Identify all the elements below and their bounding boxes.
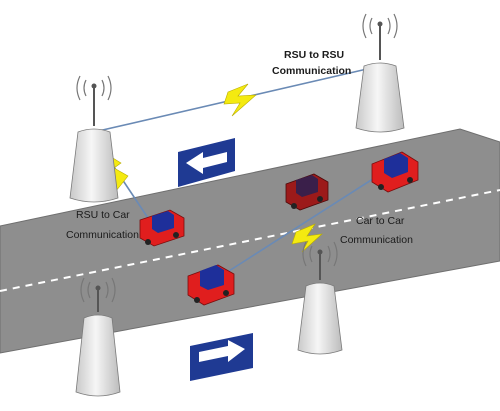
label-rsu-to-car-line1: RSU to Car bbox=[76, 209, 130, 221]
car-car-link bbox=[217, 167, 391, 279]
rsu-tower-icon bbox=[355, 13, 405, 133]
lightning-icon bbox=[291, 223, 323, 253]
rsu-tower-icon bbox=[297, 241, 343, 355]
rsu-tower-icon bbox=[69, 75, 119, 203]
car-icon bbox=[285, 173, 329, 211]
arrow-right-sign-icon bbox=[190, 333, 253, 381]
label-rsu-to-rsu-line1: RSU to RSU bbox=[284, 49, 344, 61]
label-rsu-to-rsu: RSU to RSU Communication bbox=[272, 49, 351, 77]
car-icon bbox=[187, 264, 235, 306]
label-car-to-car: Car to Car Communication bbox=[340, 215, 413, 246]
label-rsu-to-rsu-line2: Communication bbox=[272, 65, 351, 77]
car-icon bbox=[139, 209, 185, 247]
label-car-to-car-line1: Car to Car bbox=[356, 215, 405, 227]
label-rsu-to-car: RSU to Car Communication bbox=[66, 209, 139, 241]
car-icon bbox=[371, 151, 419, 193]
label-car-to-car-line2: Communication bbox=[340, 234, 413, 246]
lightning-group bbox=[103, 83, 323, 253]
lightning-icon bbox=[223, 83, 257, 117]
label-rsu-to-car-line2: Communication bbox=[66, 229, 139, 241]
road bbox=[0, 128, 500, 354]
rsu-tower-icon bbox=[75, 277, 121, 397]
arrow-left-sign-icon bbox=[178, 138, 235, 187]
